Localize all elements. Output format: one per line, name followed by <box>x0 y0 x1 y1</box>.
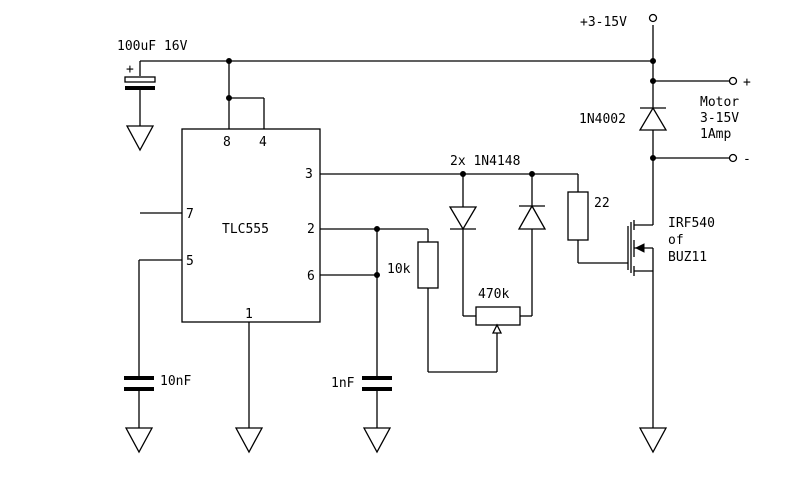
label-irf540: IRF540 <box>668 216 715 231</box>
pin-7: 7 <box>186 207 194 222</box>
label-470k: 470k <box>478 287 509 302</box>
pin-6: 6 <box>307 269 315 284</box>
ground-symbol <box>125 125 155 152</box>
ground-symbol <box>638 427 668 454</box>
pin-1: 1 <box>245 307 253 322</box>
capacitor-10nf <box>124 259 182 454</box>
label-motor-minus: - <box>743 152 751 167</box>
diode-1n4002 <box>638 106 668 158</box>
capacitor-100uf <box>124 76 156 152</box>
motor-plus-terminal <box>728 76 738 86</box>
ground-symbol <box>362 427 392 454</box>
mosfet <box>627 158 668 454</box>
label-motor-voltage: 3-15V <box>700 111 739 126</box>
pin-8: 8 <box>223 135 231 150</box>
ic-name: TLC555 <box>222 222 269 237</box>
resistor-10k <box>417 229 503 373</box>
pin-5: 5 <box>186 254 194 269</box>
label-1nf: 1nF <box>331 376 355 391</box>
pin-3: 3 <box>305 167 313 182</box>
ic-tlc555 <box>140 61 321 454</box>
potentiometer-470k <box>475 306 521 326</box>
label-motor-current: 1Amp <box>700 127 731 142</box>
ground-symbol <box>124 427 154 454</box>
label-10nf: 10nF <box>160 374 191 389</box>
label-10k: 10k <box>387 262 411 277</box>
label-22: 22 <box>594 196 610 211</box>
capacitor-1nf <box>320 226 428 454</box>
label-100uf: 100uF 16V <box>117 39 188 54</box>
supply-terminal <box>648 13 658 23</box>
supply-rail <box>139 13 738 163</box>
diodes-1n4148 <box>448 174 547 317</box>
label-or: of <box>668 233 684 248</box>
label-motor-plus: + <box>743 75 751 90</box>
resistor-22 <box>567 174 628 264</box>
pin-2: 2 <box>307 222 315 237</box>
label-motor: Motor <box>700 95 739 110</box>
label-diodes: 2x 1N4148 <box>450 154 520 169</box>
label-1n4002: 1N4002 <box>579 112 626 127</box>
pin-4: 4 <box>259 135 267 150</box>
output-line <box>320 171 578 177</box>
ground-symbol <box>234 427 264 454</box>
label-buz11: BUZ11 <box>668 250 707 265</box>
motor-minus-terminal <box>728 153 738 163</box>
label-cap-plus: + <box>126 62 134 77</box>
label-supply: +3-15V <box>580 15 627 30</box>
